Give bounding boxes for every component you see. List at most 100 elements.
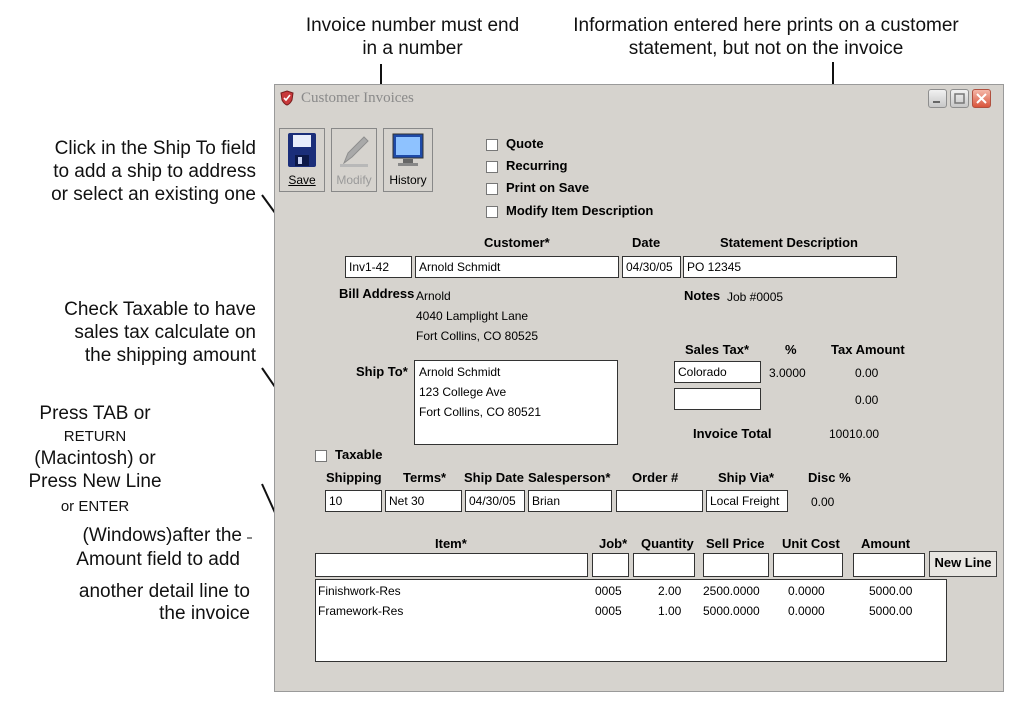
print-on-save-label: Print on Save — [506, 180, 590, 195]
row-item: Finishwork-Res — [318, 584, 401, 598]
row-job: 0005 — [595, 604, 622, 618]
annotation-invoice-number-text: Invoice number must end in a number — [305, 15, 520, 59]
annotation-new-line-9: the invoice — [159, 603, 250, 624]
taxable-checkbox[interactable] — [315, 450, 327, 462]
invoice-detail-list[interactable]: Finishwork-Res 0005 2.00 2500.0000 0.000… — [315, 579, 947, 662]
row-amount: 5000.00 — [869, 604, 913, 618]
annotation-new-line-3: (Macintosh) or — [34, 448, 156, 469]
save-button-label: Save — [288, 173, 316, 187]
sales-tax-field-1[interactable]: Colorado — [674, 361, 761, 383]
annotation-invoice-number: Invoice number must end in a number — [300, 14, 520, 60]
annotation-statement-info: Information entered here prints on a cus… — [556, 14, 976, 60]
ship-date-field[interactable]: 04/30/05 — [465, 490, 525, 512]
ship-to-line2: 123 College Ave — [419, 385, 507, 399]
job-label: Job* — [599, 536, 628, 551]
maximize-icon — [954, 93, 965, 104]
notes-value: Job #0005 — [727, 290, 784, 304]
row-item: Framework-Res — [318, 604, 404, 618]
annotation-new-line-6: (Windows)after the — [82, 525, 242, 546]
history-monitor-icon — [392, 133, 424, 166]
annotation-new-line-4: Press New Line — [28, 471, 162, 492]
quote-label: Quote — [506, 136, 544, 151]
new-line-button[interactable]: New Line — [929, 551, 997, 577]
ship-to-line3: Fort Collins, CO 80521 — [419, 405, 542, 419]
unit-cost-entry-field[interactable] — [773, 553, 843, 577]
row-quantity: 1.00 — [658, 604, 682, 618]
ship-to-line1: Arnold Schmidt — [419, 365, 501, 379]
annotation-new-line-7: Amount field to add — [76, 549, 240, 570]
bill-address-line1: Arnold — [416, 289, 451, 303]
sales-tax-field-2[interactable] — [674, 388, 761, 410]
order-number-label: Order # — [632, 470, 679, 485]
order-number-field[interactable] — [616, 490, 703, 512]
annotation-new-line-5: or ENTER — [60, 498, 130, 515]
item-entry-field[interactable] — [315, 553, 588, 577]
title-bar: Customer Invoices — [275, 85, 1003, 111]
date-field[interactable]: 04/30/05 — [622, 256, 681, 278]
amount-entry-field[interactable] — [853, 553, 925, 577]
tax-amount-label: Tax Amount — [831, 342, 905, 357]
invoice-total-label: Invoice Total — [693, 426, 772, 441]
maximize-button[interactable] — [950, 89, 969, 108]
tax-percent-label: % — [785, 342, 797, 357]
annotation-new-line-1: Press TAB or — [39, 403, 151, 424]
history-button[interactable]: History — [383, 128, 433, 192]
sell-price-entry-field[interactable] — [703, 553, 769, 577]
row-amount: 5000.00 — [869, 584, 913, 598]
quote-checkbox[interactable] — [486, 139, 498, 151]
row-sell-price: 5000.0000 — [703, 604, 760, 618]
salesperson-field[interactable]: Brian — [528, 490, 612, 512]
statement-description-field[interactable]: PO 12345 — [683, 256, 897, 278]
notes-label: Notes — [684, 288, 721, 303]
statement-description-label: Statement Description — [720, 235, 858, 250]
recurring-checkbox[interactable] — [486, 161, 498, 173]
terms-label: Terms* — [403, 470, 447, 485]
annotation-taxable-line2: sales tax calculate on — [74, 322, 256, 343]
unit-cost-label: Unit Cost — [782, 536, 840, 551]
terms-field[interactable]: Net 30 — [385, 490, 462, 512]
ship-via-label: Ship Via* — [718, 470, 775, 485]
minimize-button[interactable] — [928, 89, 947, 108]
history-button-label: History — [389, 173, 427, 187]
customer-label: Customer* — [484, 235, 550, 250]
row-unit-cost: 0.0000 — [788, 584, 825, 598]
save-button[interactable]: Save — [279, 128, 325, 192]
shipping-label: Shipping — [326, 470, 382, 485]
print-on-save-checkbox[interactable] — [486, 183, 498, 195]
row-unit-cost: 0.0000 — [788, 604, 825, 618]
sell-price-label: Sell Price — [706, 536, 765, 551]
row-sell-price: 2500.0000 — [703, 584, 760, 598]
row-job: 0005 — [595, 584, 622, 598]
quantity-entry-field[interactable] — [633, 553, 695, 577]
invoice-total-value: 10010.00 — [829, 427, 880, 441]
ship-date-label: Ship Date — [464, 470, 524, 485]
modify-item-description-checkbox[interactable] — [486, 206, 498, 218]
quantity-label: Quantity — [641, 536, 694, 551]
annotation-ship-to-line1: Click in the Ship To field — [54, 138, 256, 159]
minimize-icon — [933, 101, 940, 103]
shipping-field[interactable]: 10 — [325, 490, 382, 512]
modify-pencil-icon — [340, 136, 369, 167]
ship-via-field[interactable]: Local Freight — [706, 490, 788, 512]
table-row[interactable]: Finishwork-Res 0005 2.00 2500.0000 0.000… — [316, 584, 946, 602]
sales-tax-label: Sales Tax* — [685, 342, 750, 357]
tax-percent-value-1: 3.0000 — [769, 366, 806, 380]
taxable-label: Taxable — [335, 447, 383, 462]
ship-to-field[interactable]: Arnold Schmidt 123 College Ave Fort Coll… — [414, 360, 618, 445]
bill-address-line3: Fort Collins, CO 80525 — [416, 329, 539, 343]
modify-button[interactable]: Modify — [331, 128, 377, 192]
invoice-number-field[interactable]: Inv1-42 — [345, 256, 412, 278]
modify-button-label: Modify — [336, 173, 372, 187]
annotation-new-line-2: RETURN — [63, 428, 127, 445]
amount-label: Amount — [861, 536, 911, 551]
annotation-taxable: Check Taxable to have sales tax calculat… — [10, 298, 256, 367]
annotation-new-line-8: another detail line to — [78, 581, 250, 602]
floppy-disk-icon — [288, 133, 316, 167]
customer-field[interactable]: Arnold Schmidt — [415, 256, 619, 278]
item-label: Item* — [435, 536, 467, 551]
job-entry-field[interactable] — [592, 553, 629, 577]
close-button[interactable] — [972, 89, 991, 108]
annotation-ship-to: Click in the Ship To field to add a ship… — [10, 137, 256, 206]
table-row[interactable]: Framework-Res 0005 1.00 5000.0000 0.0000… — [316, 604, 946, 622]
annotation-taxable-line1: Check Taxable to have — [64, 299, 256, 320]
